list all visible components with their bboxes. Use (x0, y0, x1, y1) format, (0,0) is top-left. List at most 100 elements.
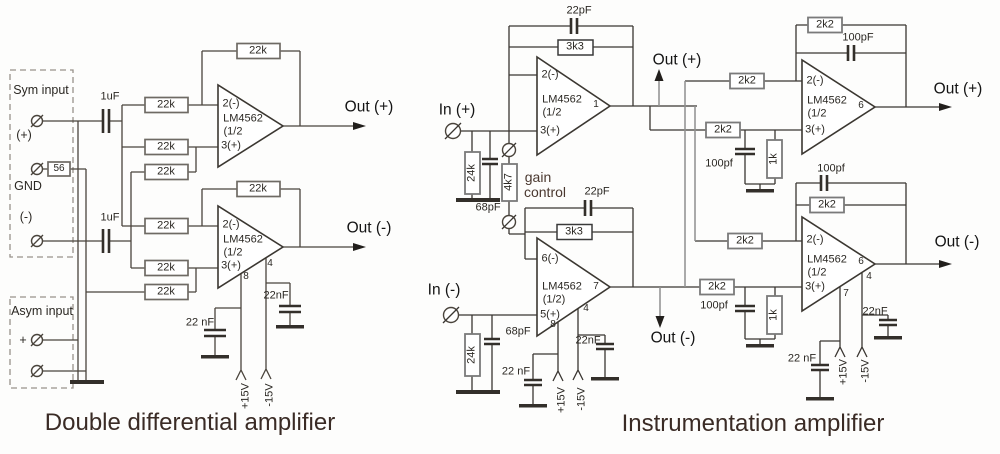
cap-1uf-label: 1uF (100, 211, 120, 224)
cap-22pf-label: 22pF (584, 185, 610, 198)
signal-arrowhead (654, 69, 664, 81)
left-wires (43, 50, 353, 381)
supply-neg-label: -15V (575, 387, 588, 411)
opamp-pin-inv-label: 2(-) (541, 68, 559, 81)
resistors-left (47, 42, 281, 301)
capacitor-100pf-1 (735, 147, 755, 156)
pin-8-label: 8 (550, 319, 556, 330)
ground-symbol (874, 336, 902, 340)
cap-22nf-label: 22nF (575, 334, 601, 347)
opamp-part-label: LM4562 (807, 253, 847, 266)
capacitor-100pf-fb1 (846, 45, 856, 61)
capacitor-1uf-bottom (101, 229, 111, 253)
cap-100pf-label: 100pf (700, 299, 728, 312)
ground-symbol (201, 355, 229, 359)
right-caption: Instrumentation amplifier (621, 410, 885, 437)
opamp-half-label: (1/2 (223, 125, 243, 138)
in-minus-label: In (-) (427, 281, 461, 299)
opamp-pin-nin-label: 5(+) (540, 308, 560, 321)
opamp-pin-inv-label: 2(-) (806, 74, 824, 87)
opamp-pin-nin-label: 3(+) (805, 280, 825, 293)
opamp-pin-inv-label: 6(-) (541, 252, 559, 265)
resistor-22k-label: 22k (249, 182, 267, 195)
left-caption: Double differential amplifier (44, 409, 336, 436)
ground-symbol (519, 404, 547, 408)
pin-7-label: 7 (593, 281, 599, 292)
opamp-half-label: (1/2 (223, 246, 243, 259)
ground-symbol (456, 390, 500, 394)
opamp-half-label: (1/2 (807, 107, 827, 120)
resistor-24k-label: 24k (465, 164, 478, 182)
capacitor-68pf-2 (484, 337, 500, 346)
supply-neg-label: -15V (263, 383, 276, 407)
cap-22nf-label: 22 nF (185, 316, 215, 329)
supply-pos-label: +15V (555, 387, 568, 413)
out-plus-label: Out (+) (344, 98, 394, 116)
opamp-triangle (801, 215, 877, 313)
resistor-4k7-label: 4k7 (502, 173, 515, 191)
out-minus-label: Out (-) (346, 219, 392, 237)
out-plus-label: Out (+) (652, 51, 702, 69)
pin-6-label: 6 (858, 100, 864, 111)
opamp-part-label: LM4562 (223, 112, 263, 125)
cap-100pf-label: 100pf (817, 162, 845, 175)
supply-pos-label: +15V (239, 383, 252, 409)
capacitor-22nf-a (204, 328, 226, 338)
cap-22nf-label: 22 nF (501, 365, 531, 378)
out-minus-label: Out (-) (934, 233, 980, 251)
supply-neg-label: -15V (859, 359, 872, 383)
input-plus-label: (+) (16, 127, 32, 142)
capacitor-22nf-e (811, 363, 829, 372)
io-terminals-right (442, 122, 517, 324)
pin-4-label: 4 (267, 258, 273, 269)
pin-4-label: 4 (866, 271, 872, 282)
opamp-pin-nin-label: 3(+) (221, 139, 241, 152)
cap-22nf-label: 22nF (263, 289, 289, 302)
resistor-2k2-label: 2k2 (708, 280, 726, 293)
supply-pos-label: +15V (837, 359, 850, 385)
capacitor-22nf-b (279, 304, 301, 314)
asym-plus-label: + (19, 332, 27, 347)
signal-arrowhead (353, 243, 366, 251)
sym-input-dashed-box (9, 69, 74, 258)
pin-8-label: 8 (243, 271, 249, 282)
ground-symbol (806, 397, 834, 401)
resistors-right (464, 16, 845, 377)
ground-symbol (746, 344, 774, 348)
resistor-22k-label: 22k (157, 98, 175, 111)
signal-arrowhead (939, 103, 952, 111)
gain-control-label: control (523, 184, 567, 200)
right-wires (459, 24, 940, 404)
opamp-triangle (217, 83, 285, 169)
gnd-label: GND (14, 178, 42, 193)
io-terminals-left (30, 114, 44, 378)
gain-control-label: gain (524, 169, 552, 185)
resistor-22k-label: 22k (249, 44, 267, 57)
resistor-2k2-label: 2k2 (738, 74, 756, 87)
opamp-pin-nin-label: 3(+) (805, 123, 825, 136)
cap-22nf-label: 22 nF (787, 352, 817, 365)
signal-arrowhead (655, 316, 665, 328)
resistor-22k-label: 22k (157, 140, 175, 153)
pin-6-label: 6 (858, 256, 864, 267)
input-minus-label: (-) (19, 209, 33, 224)
in-plus-label: In (+) (438, 101, 476, 119)
opamp-half-label: (1/2) (542, 293, 566, 306)
ground-symbol (746, 189, 774, 193)
resistor-22k-label: 22k (157, 261, 175, 274)
pin-7-label: 7 (843, 288, 849, 299)
capacitor-22pf-2 (583, 200, 593, 216)
capacitor-22nf-f (879, 318, 897, 327)
capacitor-1uf-top (101, 109, 111, 133)
capacitor-22nf-c (524, 378, 542, 387)
opamp-triangle (801, 58, 877, 156)
opamp-pin-nin-label: 3(+) (221, 259, 241, 272)
cap-100pf-label: 100pf (705, 157, 733, 170)
resistor-2k2-label: 2k2 (816, 18, 834, 31)
ground-symbol (591, 377, 619, 381)
opamp-triangle (536, 236, 612, 338)
sym-input-label: Sym input (13, 82, 69, 97)
opamp-pin-inv-label: 2(-) (222, 97, 240, 110)
